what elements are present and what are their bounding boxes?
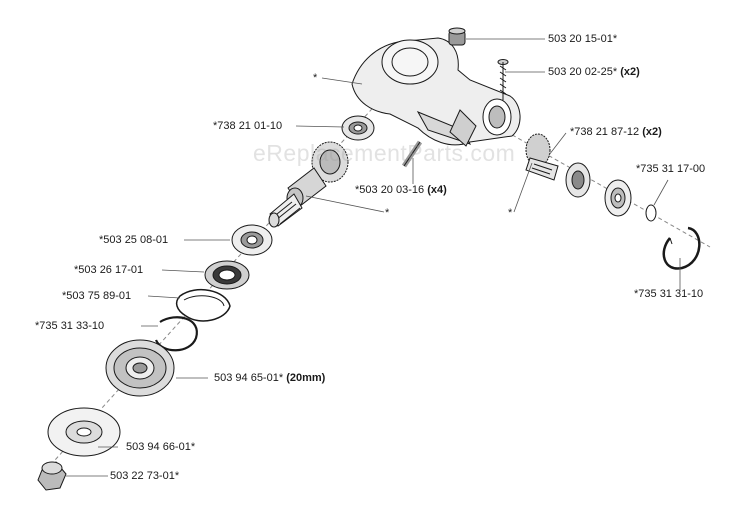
gear-housing — [351, 37, 521, 147]
leader-lines — [66, 38, 681, 477]
star-marker-housing: * — [313, 72, 318, 84]
label-738-21-87-12: *738 21 87-12 (x2) — [570, 126, 662, 138]
circlip-735-31-33-10 — [154, 316, 198, 352]
screw-503-20-03-16 — [401, 140, 423, 168]
label-503-25-08-01: *503 25 08-01 — [99, 234, 169, 246]
star-marker-shaft: * — [385, 207, 390, 219]
bolt-503-20-15-01 — [448, 27, 466, 46]
label-735-31-33-10: *735 31 33-10 — [35, 320, 105, 332]
label-503-20-03-16: *503 20 03-16 (x4) — [355, 184, 447, 196]
label-503-75-89-01: *503 75 89-01 — [62, 290, 132, 302]
label-503-20-15-01: 503 20 15-01* — [548, 33, 618, 45]
label-738-21-01-10: *738 21 01-10 — [213, 120, 283, 132]
plate-503-75-89-01 — [175, 288, 231, 322]
disc-503-94-65-01 — [105, 339, 175, 397]
star-marker-right-gear: * — [508, 207, 513, 219]
label-503-26-17-01: *503 26 17-01 — [74, 264, 144, 276]
bearing-right-1 — [565, 162, 591, 198]
label-735-31-17-00: *735 31 17-00 — [636, 163, 706, 175]
bearing-503-25-08-01 — [231, 224, 273, 256]
seal-503-26-17-01 — [204, 260, 250, 290]
bearing-right-2 — [604, 179, 632, 217]
assembly-axis-right — [499, 127, 711, 248]
watermark: eReplacementParts.com — [253, 140, 516, 166]
label-735-31-31-10: *735 31 31-10 — [634, 288, 704, 300]
cup-503-94-66-01 — [47, 407, 121, 457]
bevel-gear-shaft — [268, 141, 349, 228]
nut-503-22-73-01 — [37, 461, 67, 491]
gear-738-21-87-12 — [525, 133, 559, 181]
label-503-94-66-01: 503 94 66-01* — [126, 441, 196, 453]
label-503-20-02-25: 503 20 02-25* (x2) — [548, 66, 640, 78]
label-503-22-73-01: 503 22 73-01* — [110, 470, 180, 482]
bearing-738-21-01-10 — [341, 115, 375, 141]
circlip-735-31-31-10 — [662, 226, 701, 270]
screw-503-20-02-25 — [497, 59, 509, 100]
ring-735-31-17-00 — [645, 204, 657, 222]
label-503-94-65-01: 503 94 65-01* (20mm) — [214, 372, 326, 384]
